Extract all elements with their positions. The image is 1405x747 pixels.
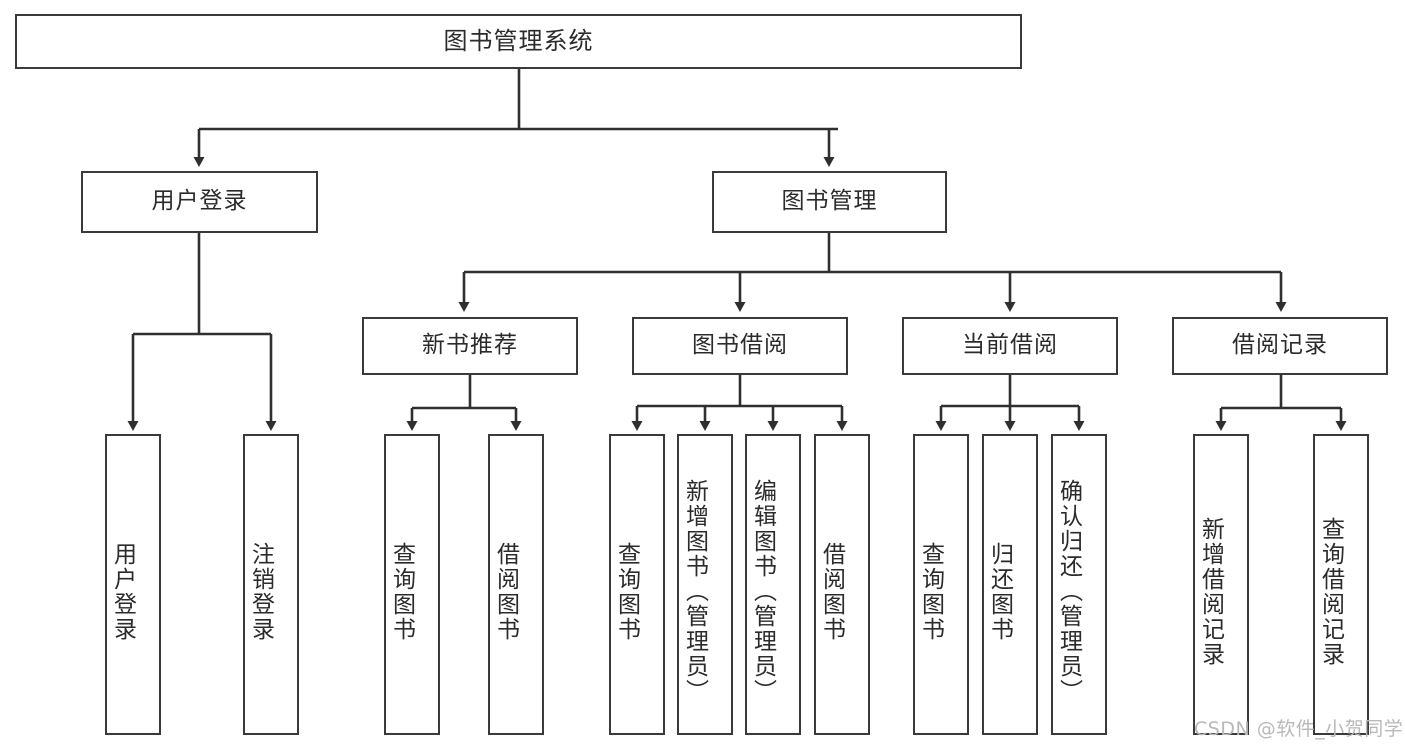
- node-user-login[interactable]: 用户登录: [81, 171, 318, 233]
- node-label: 查询图书: [388, 541, 415, 642]
- node-book-management[interactable]: 图书管理: [712, 171, 947, 233]
- node-borrow-records[interactable]: 借阅记录: [1172, 317, 1388, 375]
- node-label: 查询借阅记录: [1317, 516, 1344, 667]
- node-leaf-add-book-admin[interactable]: 新增图书（管理员）: [677, 434, 733, 735]
- node-label: 当前借阅: [962, 332, 1058, 359]
- node-leaf-logout[interactable]: 注销登录: [243, 434, 299, 735]
- node-label: 注销登录: [247, 541, 274, 642]
- csdn-watermark: CSDN @软件_小贺同学: [1194, 718, 1404, 740]
- node-book-borrow[interactable]: 图书借阅: [632, 317, 848, 375]
- node-leaf-query-books-borrow[interactable]: 查询图书: [609, 434, 665, 735]
- node-leaf-edit-book-admin[interactable]: 编辑图书（管理员）: [745, 434, 801, 735]
- node-label: 图书借阅: [692, 332, 788, 359]
- node-leaf-borrow-books[interactable]: 借阅图书: [814, 434, 870, 735]
- node-label: 图书管理系统: [443, 27, 594, 56]
- node-label: 借阅图书: [492, 541, 519, 642]
- node-leaf-borrow-books-new[interactable]: 借阅图书: [488, 434, 544, 735]
- node-label: 用户登录: [151, 188, 248, 215]
- node-label: 查询图书: [613, 541, 640, 642]
- node-label: 新增借阅记录: [1197, 516, 1224, 667]
- node-label: 编辑图书（管理员）: [749, 479, 776, 704]
- node-label: 查询图书: [917, 541, 944, 642]
- node-leaf-return-books[interactable]: 归还图书: [982, 434, 1038, 735]
- node-label: 借阅记录: [1232, 332, 1328, 359]
- node-label: 新增图书（管理员）: [681, 479, 708, 704]
- node-leaf-add-borrow-record[interactable]: 新增借阅记录: [1193, 434, 1249, 735]
- node-leaf-user-login[interactable]: 用户登录: [105, 434, 161, 735]
- node-label: 用户登录: [109, 541, 136, 642]
- node-leaf-query-books-current[interactable]: 查询图书: [913, 434, 969, 735]
- node-label: 借阅图书: [818, 541, 845, 642]
- node-label: 归还图书: [986, 541, 1013, 642]
- node-leaf-confirm-return-admin[interactable]: 确认归还（管理员）: [1051, 434, 1107, 735]
- node-root-system[interactable]: 图书管理系统: [15, 14, 1022, 69]
- node-label: 图书管理: [781, 188, 878, 215]
- node-leaf-query-books-new[interactable]: 查询图书: [384, 434, 440, 735]
- node-new-book-recommend[interactable]: 新书推荐: [362, 317, 578, 375]
- node-label: 新书推荐: [422, 332, 518, 359]
- node-current-borrow[interactable]: 当前借阅: [902, 317, 1118, 375]
- node-leaf-query-borrow-record[interactable]: 查询借阅记录: [1313, 434, 1369, 735]
- node-label: 确认归还（管理员）: [1055, 479, 1082, 704]
